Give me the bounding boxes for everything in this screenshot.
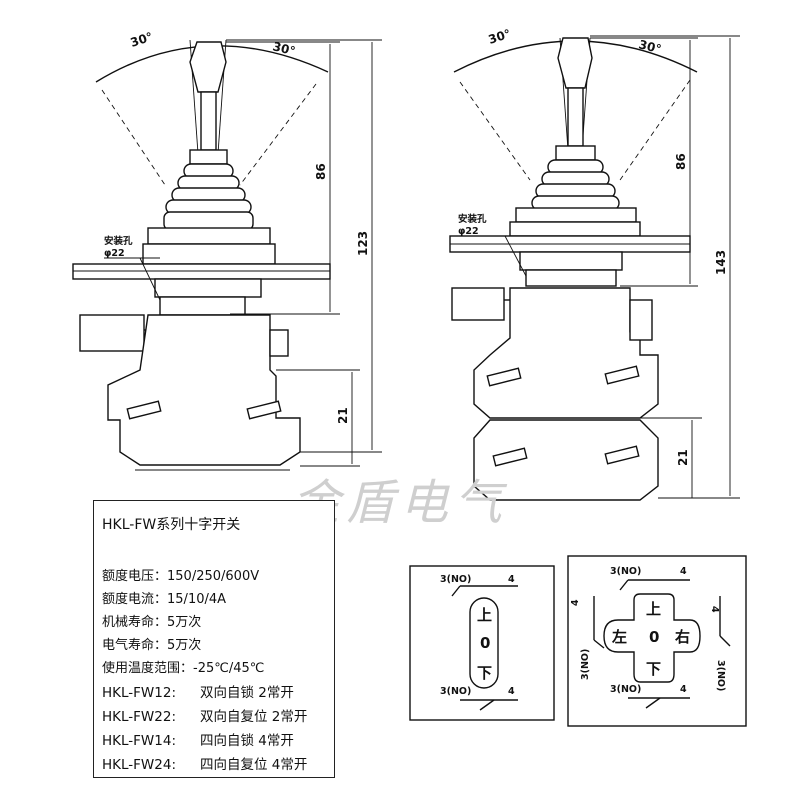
left-lever-shaft — [200, 91, 217, 151]
two-way-bottom-4: 4 — [508, 686, 515, 697]
model-desc: 双向自复位 2常开 — [200, 709, 308, 725]
left-dim-123: 123 — [356, 231, 370, 256]
four-way-bottom-4: 4 — [680, 684, 687, 695]
model-desc: 四向自锁 4常开 — [200, 733, 294, 749]
spec-row: 额度电流：15/10/4A — [102, 588, 226, 607]
left-panel-plate — [72, 263, 331, 280]
left-dim-21: 21 — [336, 407, 350, 424]
two-way-up: 上 — [477, 606, 492, 624]
four-way-cross-slot — [603, 593, 701, 683]
spec-key: 额度电流： — [102, 592, 168, 607]
right-lever-shaft — [567, 87, 584, 147]
four-way-left-no: 3(NO) — [580, 649, 591, 680]
right-angle-left-label: 30° — [487, 27, 513, 47]
model-row: HKL-FW22: 双向自复位 2常开 — [102, 705, 307, 725]
two-way-slot — [469, 597, 499, 689]
spec-value: 5万次 — [167, 615, 202, 630]
left-hole-label: 安装孔 — [104, 235, 133, 247]
left-switch-drawing: 30° 30° 安装孔 φ22 — [72, 30, 382, 471]
model-desc: 四向自复位 4常开 — [200, 757, 308, 773]
model-row: HKL-FW24: 四向自复位 4常开 — [102, 753, 307, 773]
right-dim-21: 21 — [676, 449, 690, 466]
four-way-right-4: 4 — [709, 606, 720, 613]
right-side-latch — [451, 287, 505, 321]
left-dim-86: 86 — [314, 163, 328, 180]
model-row: HKL-FW14: 四向自锁 4常开 — [102, 729, 294, 749]
left-hole-dia: φ22 — [104, 248, 125, 259]
model-code: HKL-FW12: — [102, 685, 176, 701]
right-angle-right-label: 30° — [637, 37, 662, 56]
two-way-box — [409, 565, 555, 721]
model-code: HKL-FW24: — [102, 757, 176, 773]
four-way-top-no: 3(NO) — [610, 566, 641, 577]
spec-row: 机械寿命：5万次 — [102, 611, 201, 630]
model-desc: 双向自锁 2常开 — [200, 685, 294, 701]
four-way-zero: 0 — [649, 628, 659, 646]
four-way-left-4: 4 — [570, 599, 581, 606]
right-contact-block-lower — [473, 419, 659, 501]
spec-value: 150/250/600V — [167, 569, 260, 584]
left-side-latch — [79, 314, 145, 352]
four-way-right: 右 — [675, 628, 690, 646]
right-switch-drawing: 30° 30° 安装孔 φ22 86 143 — [449, 27, 740, 501]
spec-title: HKL-FW系列十字开关 — [102, 517, 241, 533]
four-way-schematic: 3(NO) 4 4 4 3(NO) 3(NO) 上 左 0 右 下 3(NO) … — [567, 555, 747, 727]
two-way-top-no: 3(NO) — [440, 574, 471, 585]
spec-key: 电气寿命： — [102, 638, 168, 653]
right-dim-143: 143 — [714, 250, 728, 275]
spec-row: 额度电压：150/250/600V — [102, 565, 259, 584]
four-way-down: 下 — [646, 660, 661, 678]
spec-key: 机械寿命： — [102, 615, 168, 630]
two-way-down: 下 — [477, 664, 492, 682]
right-dim-86: 86 — [674, 153, 688, 170]
spec-key: 额度电压： — [102, 569, 168, 584]
two-way-zero: 0 — [480, 634, 490, 652]
model-row: HKL-FW12: 双向自锁 2常开 — [102, 681, 294, 701]
left-angle-right-label: 30° — [271, 39, 296, 58]
two-way-bottom-no: 3(NO) — [440, 686, 471, 697]
left-contact-block — [107, 314, 301, 466]
left-angle-left-label: 30° — [129, 30, 155, 50]
right-lever-knob — [557, 37, 593, 89]
four-way-bottom-no: 3(NO) — [610, 684, 641, 695]
four-way-box — [567, 555, 747, 727]
right-hole-label: 安装孔 — [458, 213, 487, 225]
model-code: HKL-FW22: — [102, 709, 176, 725]
four-way-right-no: 3(NO) — [715, 660, 726, 691]
two-way-top-4: 4 — [508, 574, 515, 585]
four-way-top-4: 4 — [680, 566, 687, 577]
spec-row: 电气寿命：5万次 — [102, 634, 201, 653]
spec-box: HKL-FW系列十字开关 额度电压：150/250/600V 额度电流：15/1… — [93, 500, 335, 778]
two-way-schematic: 3(NO) 4 上 0 下 3(NO) 4 — [409, 565, 555, 721]
spec-value: -25℃/45℃ — [193, 661, 265, 676]
four-way-left: 左 — [611, 628, 627, 646]
spec-value: 5万次 — [167, 638, 202, 653]
spec-row: 使用温度范围：-25℃/45℃ — [102, 657, 264, 676]
spec-value: 15/10/4A — [167, 592, 227, 607]
left-lever-knob — [189, 41, 227, 93]
right-hole-dia: φ22 — [458, 226, 479, 237]
model-code: HKL-FW14: — [102, 733, 176, 749]
spec-key: 使用温度范围： — [102, 661, 194, 676]
four-way-up: 上 — [646, 600, 661, 618]
